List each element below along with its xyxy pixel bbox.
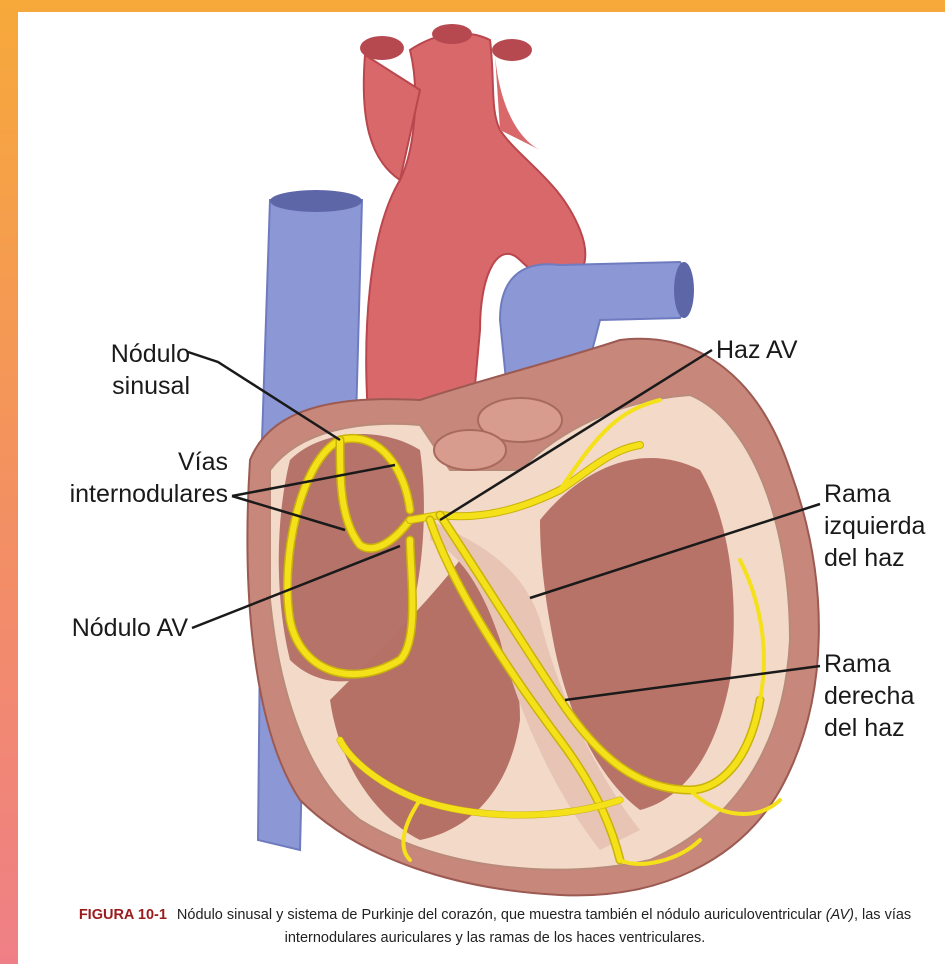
label-line: Nódulo AV: [20, 612, 188, 644]
label-line: Haz AV: [716, 334, 866, 366]
label-rama-derecha: Rama derecha del haz: [824, 648, 942, 744]
caption-emphasis: (AV): [826, 907, 854, 923]
label-nodulo-sinusal: Nódulo sinusal: [40, 338, 190, 402]
label-line: del haz: [824, 712, 942, 744]
label-line: Vías: [20, 446, 228, 478]
label-vias-internodulares: Vías internodulares: [20, 446, 228, 510]
label-line: derecha: [824, 680, 942, 712]
label-line: Nódulo: [40, 338, 190, 370]
label-line: Rama: [824, 478, 942, 510]
figure-caption: FIGURA 10-1 Nódulo sinusal y sistema de P…: [60, 904, 930, 950]
label-line: del haz: [824, 542, 942, 574]
label-line: izquierda: [824, 510, 942, 542]
caption-text: Nódulo sinusal y sistema de Purkinje del…: [177, 907, 826, 923]
label-nodulo-av: Nódulo AV: [20, 612, 188, 644]
label-haz-av: Haz AV: [716, 334, 866, 366]
label-rama-izquierda: Rama izquierda del haz: [824, 478, 942, 574]
label-line: Rama: [824, 648, 942, 680]
label-line: sinusal: [40, 370, 190, 402]
figure-number: FIGURA 10-1: [79, 907, 167, 923]
label-line: internodulares: [20, 478, 228, 510]
